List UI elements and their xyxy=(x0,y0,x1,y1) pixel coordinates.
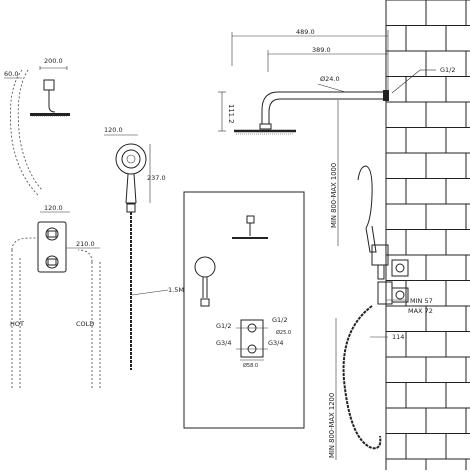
head-detail: 200.0 60.0 xyxy=(4,57,70,117)
wall-brick xyxy=(385,433,407,460)
wall-brick xyxy=(385,382,407,409)
wall-brick xyxy=(445,127,470,154)
pipe-route-left xyxy=(10,69,39,196)
cold-label: COLD xyxy=(76,320,94,328)
wall-brick xyxy=(465,407,470,434)
wall-brick xyxy=(425,305,467,332)
wall-brick xyxy=(385,229,407,256)
wall-brick xyxy=(445,76,470,103)
wall-brick xyxy=(465,203,470,230)
pipe-cold xyxy=(77,249,101,390)
arm-diameter-label: Ø24.0 xyxy=(320,75,340,83)
wall-brick xyxy=(385,203,427,230)
wall-brick xyxy=(465,101,470,128)
main-arm-assembly: 489.0 389.0 Ø24.0 111.2 G1/2 xyxy=(218,28,456,135)
wall-brick xyxy=(425,0,467,26)
wall-brick xyxy=(425,203,467,230)
wall-brick xyxy=(405,331,447,358)
wall-brick xyxy=(385,356,427,383)
wall-brick xyxy=(405,76,447,103)
wall-max-label: MAX 72 xyxy=(408,307,433,315)
projection-total-label: 489.0 xyxy=(296,28,315,36)
inset-thread-top-right: G1/2 xyxy=(272,316,288,324)
wall-brick xyxy=(425,152,467,179)
wall-brick xyxy=(445,382,470,409)
wall-brick xyxy=(405,25,447,52)
wall-min-label: MIN 57 xyxy=(410,297,433,305)
arm-thread-label: G1/2 xyxy=(440,66,456,74)
wall-brick xyxy=(465,50,470,77)
hand-shower: 120.0 237.0 1.5M xyxy=(104,126,184,370)
wall-brick xyxy=(445,229,470,256)
wall-brick xyxy=(425,101,467,128)
handshower-height-label: 237.0 xyxy=(147,174,166,182)
wall-brick xyxy=(385,50,427,77)
wall-brick xyxy=(385,101,427,128)
inset-spacing: Ø25.0 xyxy=(276,329,291,336)
wall-brick xyxy=(445,433,470,460)
head-height-label: MIN 800-MAX 1000 xyxy=(330,163,338,228)
valve-width-label: 120.0 xyxy=(44,204,63,212)
outlet-offset-label: 114 xyxy=(392,333,404,341)
wall-brick xyxy=(445,331,470,358)
wall-brick xyxy=(385,178,407,205)
wall-brick xyxy=(425,50,467,77)
arm-drop-label: 111.2 xyxy=(227,104,235,123)
head-offset-label: 60.0 xyxy=(4,70,18,78)
brick-wall xyxy=(385,0,470,475)
wall-brick xyxy=(425,407,467,434)
wall-brick xyxy=(385,25,407,52)
wall-brick xyxy=(405,382,447,409)
wall-brick xyxy=(405,229,447,256)
wall-brick xyxy=(465,152,470,179)
wall-brick xyxy=(445,25,470,52)
wall-brick xyxy=(385,407,427,434)
inset-bottom-diameter: Ø58.0 xyxy=(243,362,258,369)
valve-front: 120.0 210.0 HOT COLD xyxy=(10,204,100,328)
wall-brick xyxy=(425,458,467,475)
wall-brick xyxy=(465,254,470,281)
wall-brick xyxy=(465,0,470,26)
inset-thread-bottom-left: G3/4 xyxy=(216,339,232,347)
projection-arm-label: 389.0 xyxy=(312,46,331,54)
wall-brick xyxy=(465,458,470,475)
wall-brick xyxy=(445,178,470,205)
main-valve-assembly: MIN 800-MAX 1000 MIN 57 MAX 72 114 MIN 8… xyxy=(328,100,433,460)
wall-brick xyxy=(465,356,470,383)
wall-brick xyxy=(405,127,447,154)
handshower-width-label: 120.0 xyxy=(104,126,123,134)
wall-brick xyxy=(385,152,427,179)
wall-brick xyxy=(465,305,470,332)
wall-brick xyxy=(385,127,407,154)
wall-brick xyxy=(385,458,427,475)
wall-brick xyxy=(405,433,447,460)
hose-length-label: 1.5M xyxy=(168,286,184,294)
wall-brick xyxy=(405,178,447,205)
inset-thread-top-left: G1/2 xyxy=(216,322,232,330)
wall-brick xyxy=(385,0,427,26)
wall-brick xyxy=(445,280,470,307)
inset-thread-bottom-right: G3/4 xyxy=(268,339,284,347)
wall-brick xyxy=(425,254,467,281)
inset-detail: G1/2 G1/2 Ø25.0 G3/4 G3/4 Ø58.0 xyxy=(183,191,305,429)
valve-height-label: MIN 800-MAX 1200 xyxy=(328,393,336,458)
valve-depth-label: 210.0 xyxy=(76,240,95,248)
pipe-hot xyxy=(11,237,38,390)
head-width-label: 200.0 xyxy=(44,57,63,65)
wall-brick xyxy=(425,356,467,383)
hot-label: HOT xyxy=(10,320,24,328)
